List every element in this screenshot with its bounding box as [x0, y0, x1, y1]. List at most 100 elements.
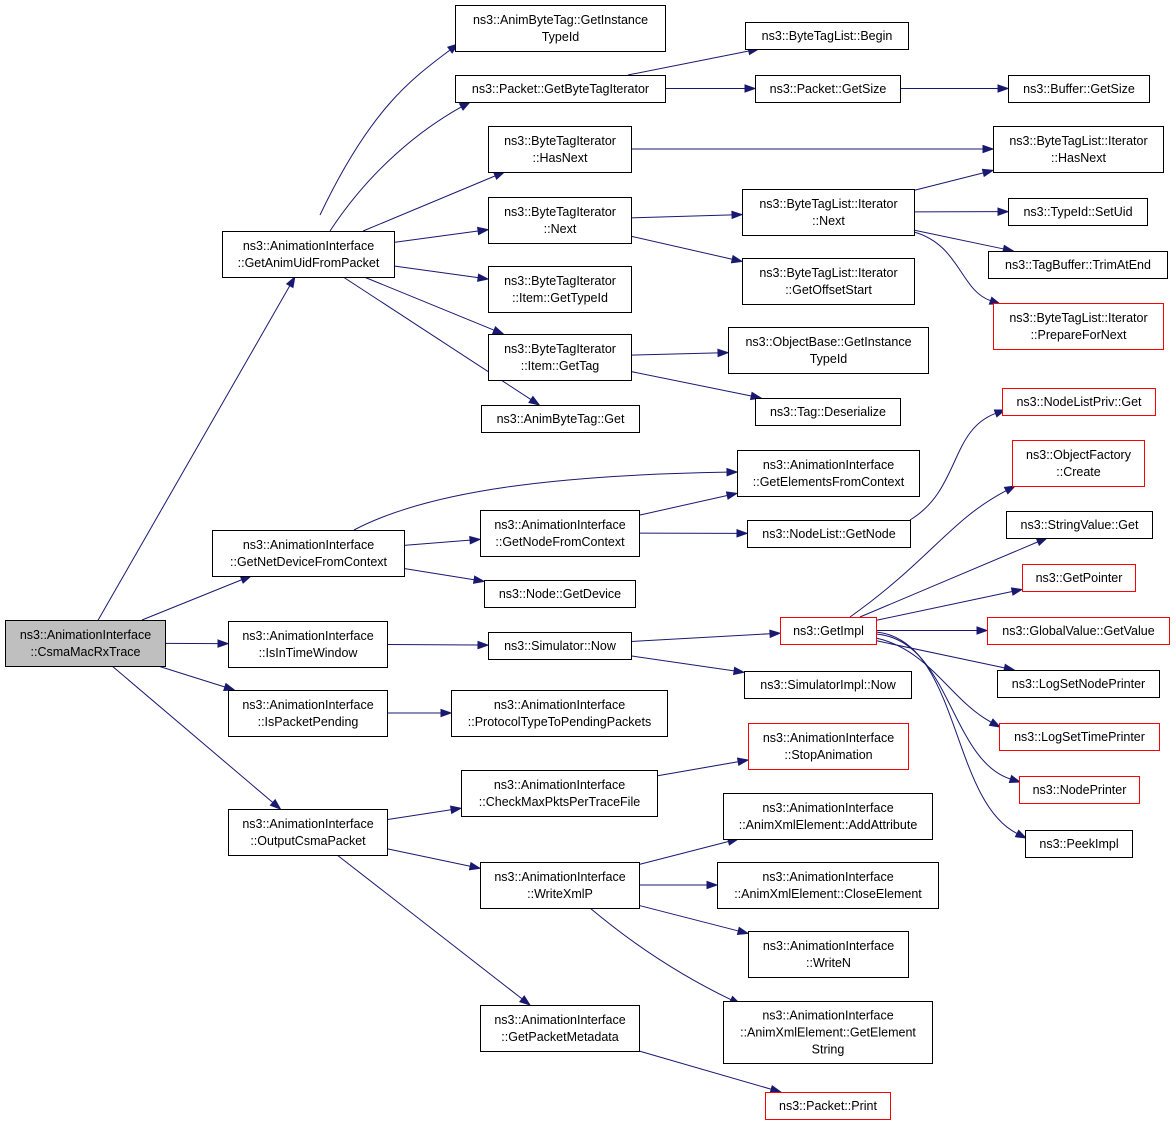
- node-addAttribute-box[interactable]: [723, 793, 933, 840]
- node-animByteTagGet-box[interactable]: [481, 405, 640, 433]
- node-getNodeFromContext-box[interactable]: [480, 510, 640, 557]
- node-nodeGetDevice[interactable]: ns3::Node::GetDevice: [484, 580, 636, 608]
- node-closeElement[interactable]: ns3::AnimationInterface::AnimXmlElement:…: [717, 862, 939, 909]
- node-writeXmlP[interactable]: ns3::AnimationInterface::WriteXmlP: [480, 862, 640, 909]
- node-packetPrint[interactable]: ns3::Packet::Print: [765, 1092, 891, 1120]
- node-btliGetOffsetStart-box[interactable]: [742, 258, 915, 305]
- node-packetGetSize-box[interactable]: [755, 75, 901, 103]
- node-btiItemGetTypeId-box[interactable]: [488, 266, 632, 313]
- node-btliGetOffsetStart[interactable]: ns3::ByteTagList::Iterator::GetOffsetSta…: [742, 258, 915, 305]
- node-outputCsma[interactable]: ns3::AnimationInterface::OutputCsmaPacke…: [228, 809, 388, 856]
- node-stopAnimation-box[interactable]: [748, 723, 909, 770]
- node-globalValueGetValue[interactable]: ns3::GlobalValue::GetValue: [987, 617, 1170, 645]
- node-btiHasNext[interactable]: ns3::ByteTagIterator::HasNext: [488, 126, 632, 173]
- node-isPacketPending-box[interactable]: [228, 690, 388, 737]
- node-btliNext[interactable]: ns3::ByteTagList::Iterator::Next: [742, 189, 915, 236]
- node-writeXmlP-box[interactable]: [480, 862, 640, 909]
- node-isInTimeWindow[interactable]: ns3::AnimationInterface::IsInTimeWindow: [228, 621, 388, 668]
- node-animByteTagGet[interactable]: ns3::AnimByteTag::Get: [481, 405, 640, 433]
- node-packetGetByteTagIter[interactable]: ns3::Packet::GetByteTagIterator: [455, 75, 666, 103]
- node-objectFactoryCreate[interactable]: ns3::ObjectFactory::Create: [1012, 440, 1145, 487]
- node-btiHasNext-box[interactable]: [488, 126, 632, 173]
- node-objectFactoryCreate-box[interactable]: [1012, 440, 1145, 487]
- node-stopAnimation[interactable]: ns3::AnimationInterface::StopAnimation: [748, 723, 909, 770]
- node-getElementsFromContext-box[interactable]: [737, 450, 920, 497]
- node-getPacketMetadata-box[interactable]: [480, 1005, 640, 1052]
- node-simulatorImplNow[interactable]: ns3::SimulatorImpl::Now: [744, 671, 912, 699]
- node-bufferGetSize[interactable]: ns3::Buffer::GetSize: [1008, 75, 1150, 103]
- node-tagBufferTrimAtEnd[interactable]: ns3::TagBuffer::TrimAtEnd: [988, 251, 1168, 279]
- node-writeN[interactable]: ns3::AnimationInterface::WriteN: [748, 931, 909, 978]
- node-nodeListPrivGet[interactable]: ns3::NodeListPriv::Get: [1002, 388, 1156, 416]
- node-packetGetByteTagIter-box[interactable]: [455, 75, 666, 103]
- node-globalValueGetValue-box[interactable]: [987, 617, 1170, 645]
- node-writeN-box[interactable]: [748, 931, 909, 978]
- node-checkMaxPkts-box[interactable]: [461, 770, 658, 817]
- node-btliPrepareForNext[interactable]: ns3::ByteTagList::Iterator::PrepareForNe…: [993, 303, 1164, 350]
- node-logSetNodePrinter[interactable]: ns3::LogSetNodePrinter: [997, 670, 1160, 698]
- node-btlBegin[interactable]: ns3::ByteTagList::Begin: [745, 22, 909, 50]
- node-getElementsFromContext[interactable]: ns3::AnimationInterface::GetElementsFrom…: [737, 450, 920, 497]
- node-btiItemGetTag-box[interactable]: [488, 334, 632, 381]
- node-typeIdSetUid[interactable]: ns3::TypeId::SetUid: [1008, 198, 1148, 226]
- node-getImpl-box[interactable]: [780, 617, 877, 645]
- node-checkMaxPkts[interactable]: ns3::AnimationInterface::CheckMaxPktsPer…: [461, 770, 658, 817]
- node-root[interactable]: ns3::AnimationInterface::CsmaMacRxTrace: [5, 620, 166, 667]
- node-isInTimeWindow-box[interactable]: [228, 621, 388, 668]
- node-getNetDevice[interactable]: ns3::AnimationInterface::GetNetDeviceFro…: [212, 530, 405, 577]
- node-btiNext[interactable]: ns3::ByteTagIterator::Next: [488, 197, 632, 244]
- node-peekImpl[interactable]: ns3::PeekImpl: [1025, 830, 1133, 858]
- node-getPointer-box[interactable]: [1022, 564, 1136, 592]
- node-typeIdSetUid-box[interactable]: [1008, 198, 1148, 226]
- node-simulatorImplNow-box[interactable]: [744, 671, 912, 699]
- node-getPointer[interactable]: ns3::GetPointer: [1022, 564, 1136, 592]
- node-nodePrinter[interactable]: ns3::NodePrinter: [1019, 776, 1140, 804]
- node-btliPrepareForNext-box[interactable]: [993, 303, 1164, 350]
- node-logSetNodePrinter-box[interactable]: [997, 670, 1160, 698]
- node-btliHasNext-box[interactable]: [993, 126, 1164, 173]
- node-peekImpl-box[interactable]: [1025, 830, 1133, 858]
- node-btlBegin-box[interactable]: [745, 22, 909, 50]
- node-root-box[interactable]: [5, 620, 166, 667]
- node-protocolTypeToPending[interactable]: ns3::AnimationInterface::ProtocolTypeToP…: [451, 690, 668, 737]
- node-bufferGetSize-box[interactable]: [1008, 75, 1150, 103]
- node-simulatorNow-box[interactable]: [488, 632, 632, 660]
- node-animByteTagGetInstance-box[interactable]: [455, 5, 666, 52]
- node-outputCsma-box[interactable]: [228, 809, 388, 856]
- node-protocolTypeToPending-box[interactable]: [451, 690, 668, 737]
- node-nodeListPrivGet-box[interactable]: [1002, 388, 1156, 416]
- node-getPacketMetadata[interactable]: ns3::AnimationInterface::GetPacketMetada…: [480, 1005, 640, 1052]
- node-getAnimUid[interactable]: ns3::AnimationInterface::GetAnimUidFromP…: [222, 231, 395, 278]
- node-getNodeFromContext[interactable]: ns3::AnimationInterface::GetNodeFromCont…: [480, 510, 640, 557]
- node-simulatorNow[interactable]: ns3::Simulator::Now: [488, 632, 632, 660]
- node-getNetDevice-box[interactable]: [212, 530, 405, 577]
- node-stringValueGet[interactable]: ns3::StringValue::Get: [1006, 511, 1153, 539]
- node-logSetTimePrinter[interactable]: ns3::LogSetTimePrinter: [999, 723, 1160, 751]
- node-getElementString[interactable]: ns3::AnimationInterface::AnimXmlElement:…: [723, 1001, 933, 1064]
- node-btiNext-box[interactable]: [488, 197, 632, 244]
- node-getAnimUid-box[interactable]: [222, 231, 395, 278]
- node-isPacketPending[interactable]: ns3::AnimationInterface::IsPacketPending: [228, 690, 388, 737]
- node-logSetTimePrinter-box[interactable]: [999, 723, 1160, 751]
- node-btiItemGetTypeId[interactable]: ns3::ByteTagIterator::Item::GetTypeId: [488, 266, 632, 313]
- node-tagBufferTrimAtEnd-box[interactable]: [988, 251, 1168, 279]
- node-packetGetSize[interactable]: ns3::Packet::GetSize: [755, 75, 901, 103]
- node-nodeListGetNode[interactable]: ns3::NodeList::GetNode: [747, 520, 911, 548]
- node-btiItemGetTag[interactable]: ns3::ByteTagIterator::Item::GetTag: [488, 334, 632, 381]
- node-nodePrinter-box[interactable]: [1019, 776, 1140, 804]
- node-addAttribute[interactable]: ns3::AnimationInterface::AnimXmlElement:…: [723, 793, 933, 840]
- node-objectBaseGetInstance-box[interactable]: [728, 327, 929, 374]
- node-tagDeserialize[interactable]: ns3::Tag::Deserialize: [755, 398, 901, 426]
- node-getImpl[interactable]: ns3::GetImpl: [780, 617, 877, 645]
- node-nodeListGetNode-box[interactable]: [747, 520, 911, 548]
- node-closeElement-box[interactable]: [717, 862, 939, 909]
- node-stringValueGet-box[interactable]: [1006, 511, 1153, 539]
- node-packetPrint-box[interactable]: [765, 1092, 891, 1120]
- node-nodeGetDevice-box[interactable]: [484, 580, 636, 608]
- node-btliNext-box[interactable]: [742, 189, 915, 236]
- node-getElementString-box[interactable]: [723, 1001, 933, 1064]
- node-tagDeserialize-box[interactable]: [755, 398, 901, 426]
- node-btliHasNext[interactable]: ns3::ByteTagList::Iterator::HasNext: [993, 126, 1164, 173]
